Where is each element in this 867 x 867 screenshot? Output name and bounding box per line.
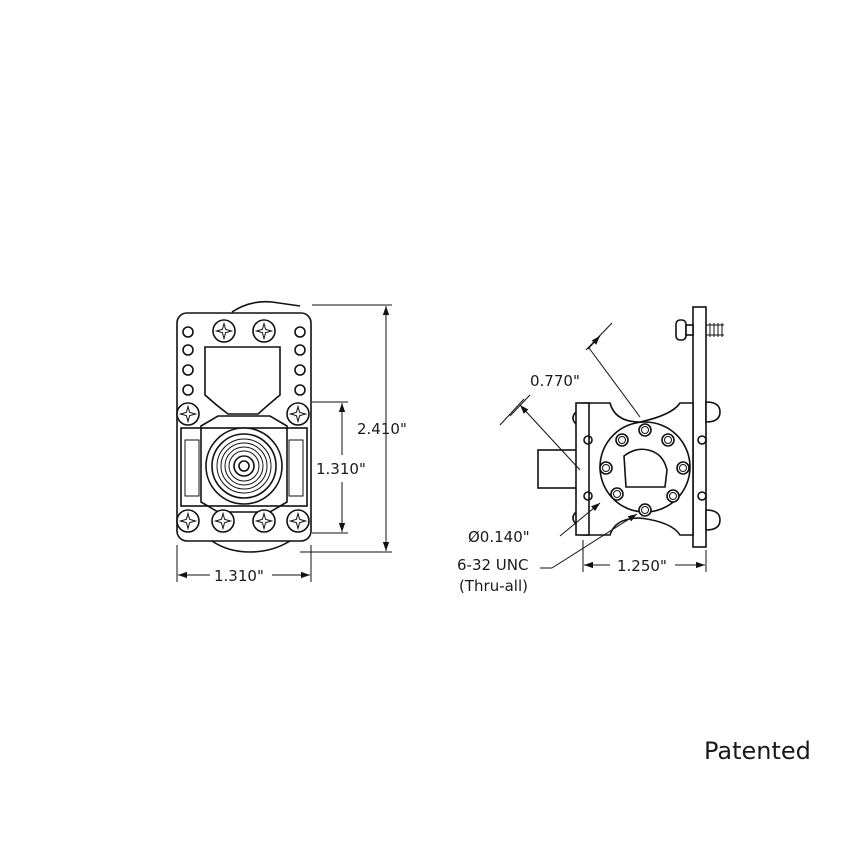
side-dimensions — [499, 322, 707, 572]
dim-hole-diameter: Ø0.140" — [468, 528, 530, 546]
screw-icon — [252, 509, 276, 533]
dim-overall-height: 2.410" — [357, 420, 407, 438]
screw-icon — [176, 509, 200, 533]
patented-note: Patented — [704, 737, 811, 765]
dim-inner-height: 1.310" — [316, 460, 366, 478]
front-view — [176, 300, 312, 553]
screw-icon — [286, 402, 310, 426]
dim-width: 1.310" — [214, 567, 264, 585]
screw-icon — [286, 509, 310, 533]
screw-icon — [211, 509, 235, 533]
dim-side-depth: 1.250" — [617, 557, 667, 575]
dim-side-offset: 0.770" — [530, 372, 580, 390]
side-view — [537, 306, 724, 548]
screw-icon — [252, 319, 276, 343]
screw-icon — [176, 402, 200, 426]
front-dimensions — [176, 304, 392, 582]
dim-thread-spec: 6-32 UNC — [457, 556, 528, 574]
screw-icon — [212, 319, 236, 343]
dim-thread-note: (Thru-all) — [459, 577, 528, 595]
